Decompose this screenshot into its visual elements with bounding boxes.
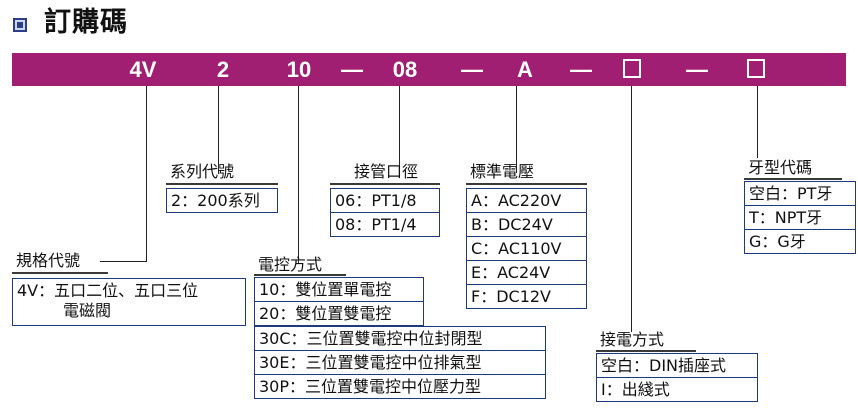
solenoid-header: 電控方式: [258, 255, 323, 274]
thread-row-1: 空白：PT牙: [745, 182, 855, 206]
code-type-row-2: 電磁閥: [63, 301, 112, 320]
voltage-row-3: C：AC110V: [467, 237, 586, 261]
code-port: 08: [392, 57, 418, 82]
code-type-row-1: 4V：五口二位、五口三位: [17, 281, 199, 300]
code-thread-box-icon: [747, 59, 765, 78]
port-row-1: 06：PT1/8: [331, 189, 439, 213]
page-title: 訂購碼: [44, 7, 128, 38]
voltage-table: A：AC220V B：DC24V C：AC110V E：AC24V F：DC12…: [466, 188, 587, 309]
code-voltage: A: [517, 57, 533, 82]
thread-row-3: G：G牙: [749, 232, 806, 251]
solenoid-row-1: 10：雙位置單電控: [255, 278, 423, 302]
connector-thread: [757, 86, 758, 158]
series-table: 2：200系列: [166, 188, 278, 213]
connection-header: 接電方式: [600, 330, 665, 349]
voltage-header: 標準電壓: [470, 162, 535, 181]
solenoid-row-4: 30E：三位置雙電控中位排氣型: [255, 351, 545, 375]
port-table: 06：PT1/8 08：PT1/4: [330, 188, 440, 237]
connection-row-1: 空白：DIN插座式: [597, 354, 757, 378]
connector-series-code: [146, 86, 147, 261]
solenoid-header-rule: [254, 274, 346, 276]
voltage-row-5: F：DC12V: [471, 287, 552, 306]
title-bullet-icon: [13, 18, 27, 32]
code-valve: 10: [286, 57, 312, 82]
code-series: 4V: [129, 57, 157, 82]
thread-header-rule: [744, 178, 842, 180]
thread-row-2: T：NPT牙: [745, 206, 855, 230]
thread-table: 空白：PT牙 T：NPT牙 G：G牙: [744, 181, 856, 254]
code-type-header-rule: [12, 272, 108, 274]
code-dash-3: —: [570, 57, 592, 82]
connection-row-2: I：出綫式: [601, 380, 670, 399]
series-header-rule: [166, 183, 278, 185]
thread-header: 牙型代碼: [748, 158, 813, 177]
connector-voltage: [516, 86, 517, 173]
code-type-table: 4V：五口二位、五口三位 電磁閥: [12, 278, 246, 326]
connector-connection: [631, 86, 632, 332]
code-model: 2: [216, 57, 230, 82]
order-code-bar: 4V 2 10 — 08 — A — —: [12, 53, 846, 86]
port-header-rule: [330, 183, 440, 185]
connector-valve: [298, 86, 299, 264]
series-header: 系列代號: [170, 162, 235, 181]
code-connection-box-icon: [623, 59, 641, 78]
port-row-2: 08：PT1/4: [335, 215, 417, 234]
port-header: 接管口徑: [354, 162, 419, 181]
solenoid-row-3: 30C：三位置雙電控中位封閉型: [255, 327, 545, 351]
connector-series-code-h: [100, 261, 147, 262]
connector-port: [399, 86, 400, 173]
voltage-row-2: B：DC24V: [467, 213, 586, 237]
code-type-header: 規格代號: [16, 251, 81, 270]
code-dash-4: —: [686, 57, 708, 82]
solenoid-row-5: 30P：三位置雙電控中位壓力型: [259, 377, 482, 396]
voltage-row-4: E：AC24V: [467, 261, 586, 285]
connector-model: [218, 86, 219, 174]
code-dash-2: —: [461, 57, 483, 82]
series-row: 2：200系列: [171, 191, 260, 210]
solenoid-row-2: 20：雙位置雙電控: [259, 304, 392, 323]
solenoid-table-a: 10：雙位置單電控 20：雙位置雙電控: [254, 277, 424, 326]
connection-table: 空白：DIN插座式 I：出綫式: [596, 353, 758, 402]
connection-header-rule: [596, 350, 696, 352]
code-dash-1: —: [341, 57, 363, 82]
voltage-header-rule: [466, 183, 587, 185]
solenoid-table-b: 30C：三位置雙電控中位封閉型 30E：三位置雙電控中位排氣型 30P：三位置雙…: [254, 326, 546, 399]
voltage-row-1: A：AC220V: [467, 189, 586, 213]
